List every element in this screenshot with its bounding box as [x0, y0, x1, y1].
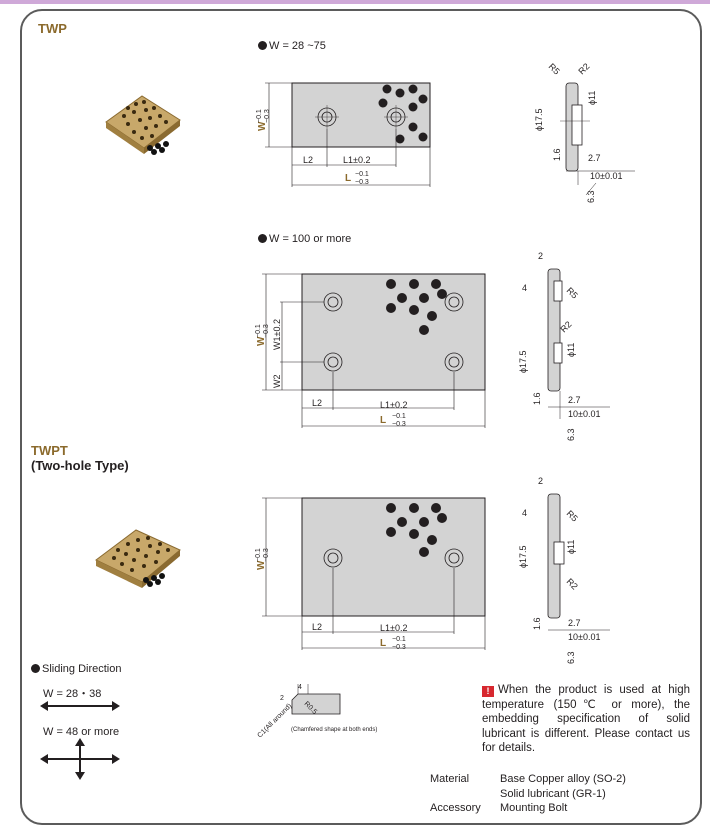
dim-2: 2	[538, 476, 543, 486]
dim-w2: W2	[272, 375, 282, 389]
dim-l-tol-lower: −0.3	[392, 421, 406, 428]
dim-10: 10±0.01	[590, 171, 622, 181]
chamfer-note: (Chamfered shape at both ends)	[291, 727, 378, 733]
sliding-title: Sliding Direction	[42, 663, 122, 675]
twpt-subtitle: (Two-hole Type)	[31, 458, 129, 473]
dim-10: 10±0.01	[568, 632, 600, 642]
dim-r5: R5	[565, 285, 580, 300]
dim-1-6: 1.6	[532, 617, 542, 630]
dim-phi175: ϕ17.5	[518, 545, 528, 568]
dim-l-tol-lower: −0.3	[392, 644, 406, 651]
sliding-direction: Sliding Direction W = 28・38 W = 48 or mo…	[31, 663, 122, 738]
dim-l: L	[380, 638, 386, 649]
dim-r5: R5	[547, 61, 562, 76]
dim-2-7: 2.7	[568, 395, 581, 405]
dim-r2: R2	[565, 576, 580, 591]
twp-code: TWP	[38, 21, 67, 36]
dim-w-tol-upper: −0.1	[256, 109, 263, 123]
accessory-label: Accessory	[430, 802, 481, 814]
dim-c1: C1(All around)	[256, 703, 293, 740]
drawing-w-small: L2 L1±0.2 L −0.1 −0.3 W −0.1 −0.3	[256, 82, 431, 187]
dim-l2: L2	[312, 398, 322, 408]
dim-l-tol-lower: −0.3	[355, 179, 369, 186]
dim-4: 4	[522, 508, 527, 518]
dim-4: 4	[298, 684, 302, 691]
dim-2-7: 2.7	[588, 153, 601, 163]
dim-l-tol-upper: −0.1	[392, 413, 406, 420]
dim-l: L	[345, 173, 351, 184]
dim-phi11: ϕ11	[566, 540, 576, 554]
dim-l2: L2	[312, 622, 322, 632]
arrow-cross-icon	[40, 738, 120, 780]
sliding-opt1: W = 28・38	[43, 688, 102, 700]
dim-6-3: 6.3	[586, 190, 596, 203]
dim-l2: L2	[303, 155, 313, 165]
material-2: Solid lubricant (GR-1)	[500, 788, 606, 800]
bullet-icon	[31, 664, 40, 673]
drawing-w-large: L2 L1±0.2 L −0.1 −0.3 W −0.1 −0.3 W1±0.2…	[255, 273, 486, 428]
section-heading-w-small: W = 28 ~75	[258, 40, 326, 52]
dim-w: W	[256, 336, 267, 346]
dim-phi11: ϕ11	[566, 343, 576, 357]
dim-w-tol-lower: −0.3	[264, 109, 271, 123]
chamfer-detail: 4 2 R0.5 C1(All around)	[256, 684, 341, 740]
twpt-code: TWPT	[31, 443, 68, 458]
drawing-twpt: L2 L1±0.2 L −0.1 −0.3 W −0.1 −0.3	[255, 497, 486, 651]
dim-l1: L1±0.2	[343, 155, 370, 165]
arrow-horizontal-icon	[40, 701, 120, 711]
side-view-twpt: 2 4 R5 ϕ11 ϕ17.5 R2 1.6 2.7 10±0.01 6.3	[518, 476, 610, 664]
dim-2: 2	[280, 695, 284, 702]
dim-w-tol-lower: −0.3	[263, 324, 270, 338]
twpt-product-image	[95, 529, 181, 588]
dim-10: 10±0.01	[568, 409, 600, 419]
dim-phi175: ϕ17.5	[518, 350, 528, 373]
warning-text: When the product is used at high tempera…	[482, 684, 690, 754]
dim-1-6: 1.6	[532, 392, 542, 405]
material-label: Material	[430, 773, 470, 785]
dim-4: 4	[522, 283, 527, 293]
warning-icon: !	[482, 686, 494, 697]
dim-l-tol-upper: −0.1	[392, 636, 406, 643]
dim-l1: L1±0.2	[380, 623, 407, 633]
section-heading-w-large: W = 100 or more	[258, 233, 351, 245]
bullet-icon	[258, 41, 267, 50]
dim-6-3: 6.3	[566, 428, 576, 441]
dim-6-3: 6.3	[566, 651, 576, 664]
dim-l1: L1±0.2	[380, 400, 407, 410]
warning-note: !When the product is used at high temper…	[482, 683, 690, 756]
dim-w-tol-upper: −0.1	[255, 548, 262, 562]
dim-w-tol-lower: −0.3	[263, 548, 270, 562]
dim-w: W	[256, 560, 267, 570]
dim-w: W	[257, 121, 268, 131]
dim-phi175: ϕ17.5	[534, 108, 544, 131]
dim-1-6: 1.6	[552, 148, 562, 161]
bullet-icon	[258, 234, 267, 243]
side-view-w-small: R5 R2 ϕ11 ϕ17.5 1.6 2.7 10±0.01 6.3	[534, 61, 635, 203]
material-1: Base Copper alloy (SO-2)	[500, 773, 626, 785]
dim-w-tol-upper: −0.1	[255, 324, 262, 338]
dim-r2: R2	[558, 319, 573, 334]
dim-l-tol-upper: −0.1	[355, 171, 369, 178]
dim-2-7: 2.7	[568, 618, 581, 628]
top-band	[0, 0, 710, 4]
side-view-w-large: 2 4 R5 R2 ϕ11 ϕ17.5 1.6 2.7 10±0.01 6.3	[518, 251, 610, 441]
dim-r5: R5	[565, 508, 580, 523]
accessory: Mounting Bolt	[500, 802, 568, 814]
dim-w1: W1±0.2	[272, 319, 282, 350]
dim-l: L	[380, 415, 386, 426]
twp-product-image	[105, 95, 181, 155]
sliding-opt2: W = 48 or more	[43, 726, 120, 738]
dim-phi11: ϕ11	[587, 91, 597, 105]
dim-r2: R2	[576, 61, 591, 76]
dim-2: 2	[538, 251, 543, 261]
